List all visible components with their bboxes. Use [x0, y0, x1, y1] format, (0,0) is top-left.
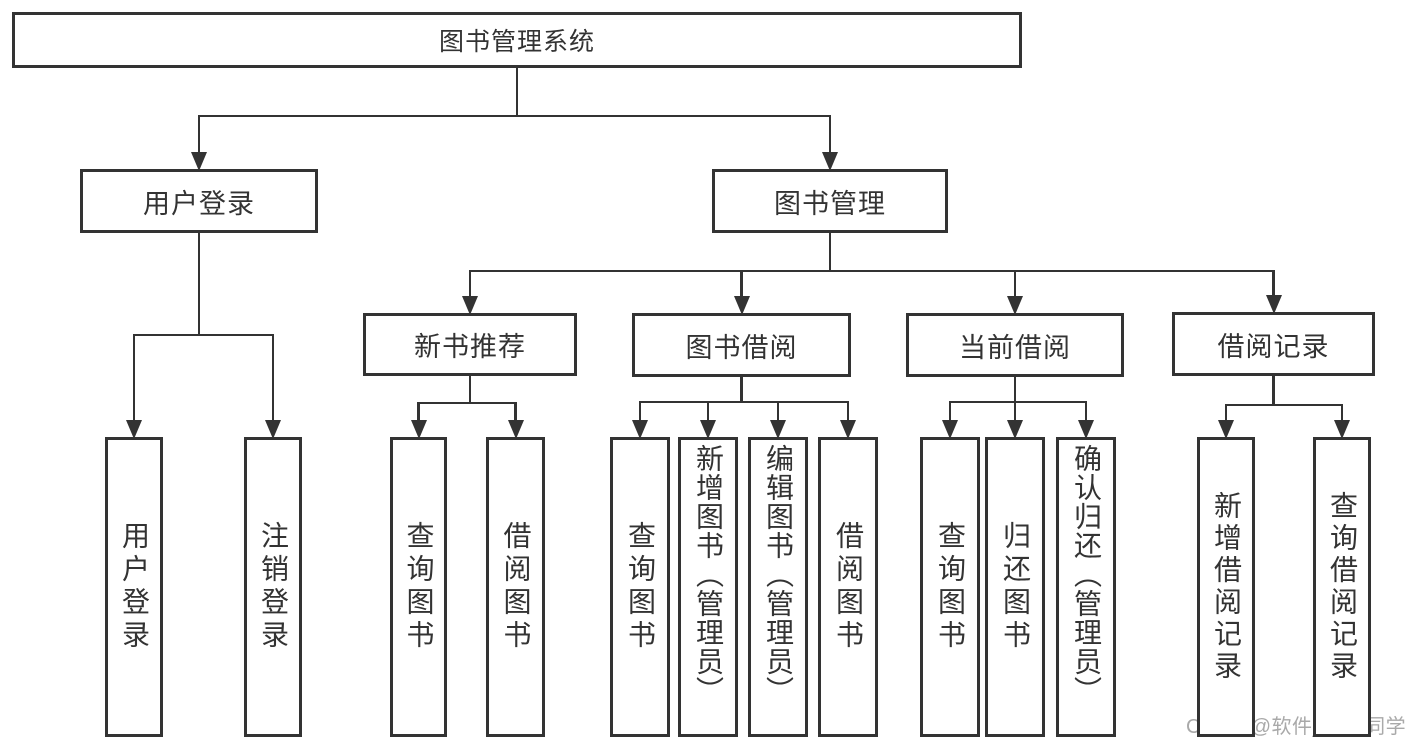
connector-drop-user-login	[197, 114, 201, 159]
node-label-borrowing-records: 借阅记录	[1217, 331, 1330, 362]
connector-drop-add-books-admin	[706, 400, 710, 427]
connector-drop-book-borrowing	[740, 269, 743, 303]
connector-crossbar-book-borrowing	[638, 400, 850, 403]
connector-drop-borrow-books-leaf	[846, 400, 850, 427]
arrowhead-query-books-borrowing	[632, 420, 648, 439]
arrowhead-return-books	[1007, 420, 1023, 439]
arrowhead-borrowing-records	[1265, 295, 1282, 314]
node-query-books-current: 查询图书	[920, 437, 980, 737]
node-label-book-borrowing: 图书借阅	[685, 332, 798, 363]
connector-crossbar-library-management-system	[197, 114, 832, 117]
connector-drop-query-books-current	[948, 400, 952, 427]
arrowhead-book-management	[822, 152, 838, 171]
node-label-add-borrow-record: 新增借阅记录	[1211, 491, 1242, 683]
connector-drop-add-borrow-record	[1224, 403, 1228, 427]
connector-stem-library-management-system	[515, 68, 519, 117]
arrowhead-current-borrowing	[1007, 296, 1023, 315]
node-label-borrow-books-leaf: 借阅图书	[833, 521, 864, 653]
arrowhead-borrow-books-leaf	[840, 420, 856, 439]
node-user-login-leaf: 用户登录	[105, 437, 163, 737]
connector-drop-query-books-borrowing	[638, 400, 642, 427]
node-edit-books-admin: 编辑图书（管理员）	[748, 437, 808, 737]
arrowhead-add-books-admin	[700, 420, 716, 439]
node-add-books-admin: 新增图书（管理员）	[678, 437, 738, 737]
node-logout: 注销登录	[244, 437, 302, 737]
node-label-query-borrow-record: 查询借阅记录	[1327, 491, 1358, 683]
node-label-query-books-recommend: 查询图书	[403, 521, 435, 653]
node-label-query-books-current: 查询图书	[935, 521, 966, 653]
node-label-confirm-return-admin: 确认归还（管理员）	[1071, 444, 1102, 705]
node-library-management-system: 图书管理系统	[12, 12, 1022, 68]
arrowhead-book-borrowing	[733, 296, 750, 315]
node-borrow-books-leaf: 借阅图书	[818, 437, 878, 737]
arrowhead-user-login	[191, 152, 207, 171]
arrowhead-user-login-leaf	[126, 420, 142, 439]
connector-drop-confirm-return-admin	[1084, 400, 1088, 427]
connector-stem-current-borrowing	[1013, 377, 1017, 403]
connector-drop-query-books-recommend	[417, 401, 420, 427]
node-label-return-books: 归还图书	[1000, 521, 1031, 653]
node-label-user-login: 用户登录	[143, 188, 255, 219]
arrowhead-add-borrow-record	[1218, 420, 1234, 439]
connector-crossbar-current-borrowing	[948, 400, 1088, 403]
node-label-current-borrowing: 当前借阅	[959, 332, 1071, 363]
node-user-login: 用户登录	[80, 169, 318, 233]
connector-stem-book-management	[828, 233, 832, 272]
node-borrow-books-recommend: 借阅图书	[486, 437, 545, 737]
connector-drop-edit-books-admin	[776, 400, 780, 427]
connector-drop-logout	[271, 333, 275, 427]
connector-drop-return-books	[1013, 400, 1017, 427]
connector-drop-user-login-leaf	[132, 333, 136, 427]
arrowhead-query-books-current	[942, 420, 958, 439]
node-label-book-management: 图书管理	[774, 188, 886, 219]
connector-crossbar-user-login	[132, 333, 275, 336]
node-label-query-books-borrowing: 查询图书	[625, 521, 656, 653]
node-label-user-login-leaf: 用户登录	[119, 521, 150, 653]
node-new-book-recommend: 新书推荐	[363, 313, 577, 376]
node-query-books-recommend: 查询图书	[390, 437, 447, 737]
node-query-borrow-record: 查询借阅记录	[1313, 437, 1371, 737]
connector-drop-borrowing-records	[1272, 269, 1275, 302]
node-label-new-book-recommend: 新书推荐	[414, 332, 526, 362]
node-borrowing-records: 借阅记录	[1172, 312, 1375, 376]
connector-drop-query-borrow-record	[1340, 403, 1344, 427]
arrowhead-query-borrow-record	[1334, 420, 1350, 439]
node-return-books: 归还图书	[985, 437, 1045, 737]
arrowhead-query-books-recommend	[410, 420, 427, 439]
arrowhead-confirm-return-admin	[1078, 420, 1094, 439]
connector-drop-borrow-books-recommend	[514, 401, 517, 427]
node-add-borrow-record: 新增借阅记录	[1197, 437, 1255, 737]
node-confirm-return-admin: 确认归还（管理员）	[1056, 437, 1116, 737]
node-label-edit-books-admin: 编辑图书（管理员）	[763, 444, 794, 705]
node-label-library-management-system: 图书管理系统	[438, 28, 595, 56]
node-current-borrowing: 当前借阅	[906, 313, 1124, 377]
node-book-management: 图书管理	[712, 169, 948, 233]
node-label-logout: 注销登录	[258, 521, 289, 653]
arrowhead-borrow-books-recommend	[507, 420, 524, 439]
connector-stem-borrowing-records	[1272, 376, 1275, 406]
connector-stem-user-login	[197, 233, 201, 336]
connector-crossbar-new-book-recommend	[417, 401, 517, 404]
arrowhead-edit-books-admin	[770, 420, 786, 439]
connector-drop-current-borrowing	[1013, 269, 1017, 303]
node-query-books-borrowing: 查询图书	[610, 437, 670, 737]
node-label-borrow-books-recommend: 借阅图书	[500, 521, 532, 653]
arrowhead-new-book-recommend	[462, 296, 478, 315]
connector-drop-new-book-recommend	[468, 269, 472, 303]
connector-crossbar-borrowing-records	[1224, 403, 1344, 406]
connector-drop-book-management	[828, 114, 832, 159]
arrowhead-logout	[265, 420, 281, 439]
node-book-borrowing: 图书借阅	[632, 313, 851, 377]
connector-stem-book-borrowing	[740, 377, 743, 403]
node-label-add-books-admin: 新增图书（管理员）	[693, 444, 724, 705]
connector-crossbar-book-management	[468, 269, 1275, 272]
connector-stem-new-book-recommend	[468, 376, 472, 404]
